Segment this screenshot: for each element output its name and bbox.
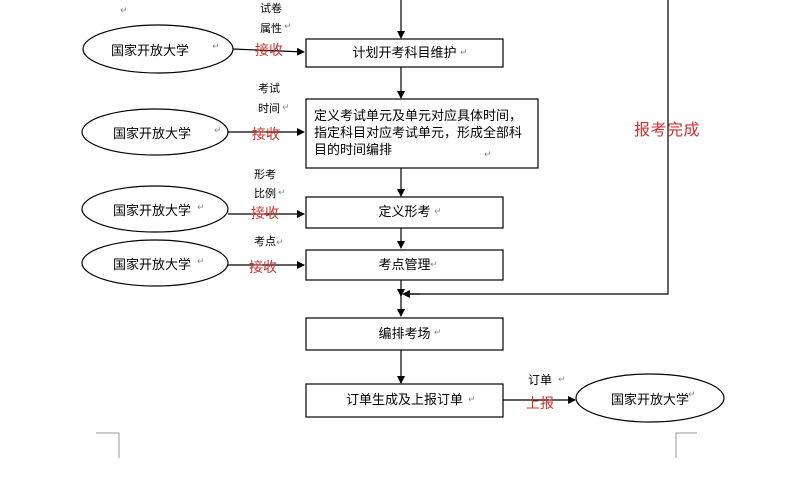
step-label-5: 编排考场 bbox=[378, 326, 431, 342]
receiver-label-2: 国家开放大学 bbox=[112, 126, 191, 142]
loop-label: 报考完成 bbox=[634, 120, 701, 139]
step-box-5 bbox=[305, 317, 504, 351]
return-mark: ↵ bbox=[197, 257, 205, 267]
action-label-3: 接收 bbox=[251, 206, 279, 222]
return-mark: ↵ bbox=[278, 188, 286, 198]
crop-mark-left bbox=[96, 432, 120, 458]
return-mark: ↵ bbox=[284, 22, 292, 32]
return-mark: ↵ bbox=[484, 150, 492, 160]
receiver-label-1: 国家开放大学 bbox=[110, 43, 189, 59]
receiver-oval-3 bbox=[81, 185, 229, 233]
return-mark: ↵ bbox=[430, 260, 438, 270]
loop-back-line bbox=[408, 0, 669, 295]
step-box-6 bbox=[305, 383, 504, 418]
report-oval bbox=[575, 373, 725, 423]
report-action-label: 上报 bbox=[526, 396, 554, 412]
feed-arrow-1 bbox=[232, 47, 305, 56]
step-box-4 bbox=[305, 249, 504, 281]
return-mark: ↵ bbox=[214, 126, 222, 136]
report-data-label: 订单 bbox=[528, 373, 553, 387]
step-label-4: 考点管理 bbox=[378, 257, 431, 273]
receiver-label-4: 国家开放大学 bbox=[112, 257, 191, 273]
return-mark: ↵ bbox=[468, 395, 476, 405]
action-label-4: 接收 bbox=[249, 260, 277, 276]
data-label-3-top: 形考 bbox=[254, 168, 276, 181]
receiver-label-3: 国家开放大学 bbox=[112, 203, 191, 219]
return-mark: ↵ bbox=[434, 207, 442, 217]
crop-mark-right bbox=[675, 432, 697, 458]
return-mark: ↵ bbox=[276, 238, 284, 248]
data-label-3-bottom: 比例 bbox=[254, 187, 276, 200]
report-oval-label: 国家开放大学 bbox=[610, 392, 689, 408]
return-mark: ↵ bbox=[197, 203, 205, 213]
return-mark: ↵ bbox=[688, 390, 696, 400]
step-label-6: 订单生成及上报订单 bbox=[345, 393, 463, 408]
return-mark: ↵ bbox=[460, 48, 468, 58]
step-label-3: 定义形考 bbox=[378, 205, 431, 220]
return-mark: ↵ bbox=[558, 375, 566, 385]
return-mark: ↵ bbox=[212, 42, 220, 52]
step-label-1: 计划开考科目维护 bbox=[352, 45, 457, 61]
action-label-1: 接收 bbox=[255, 43, 283, 59]
receiver-oval-4 bbox=[81, 239, 229, 287]
step-box-3 bbox=[305, 196, 504, 229]
return-mark: ↵ bbox=[282, 103, 290, 113]
data-label-2-bottom: 时间 bbox=[258, 102, 280, 115]
data-label-4-top: 考点 bbox=[254, 235, 276, 248]
step-box-1 bbox=[305, 38, 504, 68]
data-label-1-bottom: 属性 bbox=[260, 22, 282, 35]
return-mark: ↵ bbox=[434, 328, 442, 338]
return-mark: ↵ bbox=[120, 6, 128, 16]
data-label-1-top: 试卷 bbox=[260, 2, 282, 15]
action-label-2: 接收 bbox=[252, 127, 280, 143]
step-box-2 bbox=[305, 98, 539, 169]
step-label-2: 定义考试单元及单元对应具体时间，指定科目对应考试单元，形成全部科目的时间编排 bbox=[314, 109, 523, 158]
data-label-2-top: 考试 bbox=[258, 82, 280, 95]
